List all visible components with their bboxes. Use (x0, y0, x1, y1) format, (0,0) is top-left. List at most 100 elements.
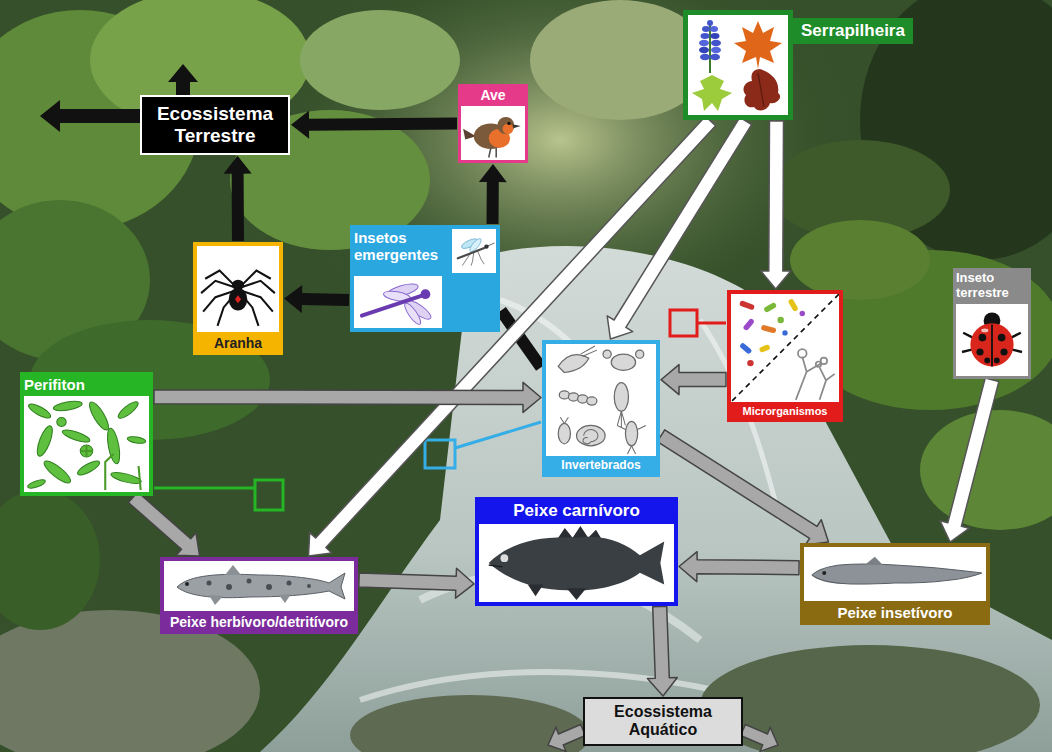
periphyton-icon (76, 459, 102, 478)
bird-box: Ave (458, 84, 528, 163)
carnivorous-fish-icon (489, 564, 503, 566)
leaf-litter-icon (702, 26, 710, 32)
bird-icon (507, 122, 510, 125)
invertebrates-icon (603, 350, 611, 358)
ladybug-icon (1011, 333, 1021, 338)
invertebrates-icon (583, 350, 597, 356)
ladybug-icon (962, 349, 972, 351)
carnivorous-fish-icon (479, 524, 674, 602)
microorganism-icon (747, 360, 753, 366)
node-label: Inseto terrestre (956, 271, 1028, 301)
microorganism-icon (782, 330, 787, 335)
flow-arrow (940, 378, 999, 542)
leaf-litter-icon (734, 21, 782, 69)
periphyton-icon (110, 471, 142, 486)
node-label: Peixe herbívoro/detritívoro (164, 614, 354, 630)
outflow-arrow (548, 725, 585, 752)
ladybug-icon (981, 328, 988, 332)
leaf-litter-icon (700, 54, 710, 60)
forest-stream-photo (790, 220, 930, 300)
zoom-callout (455, 422, 541, 448)
ladybug-icon (979, 334, 987, 342)
periphyton-icon (139, 466, 141, 490)
leaf-litter-icon (699, 40, 709, 46)
flow-arrow (154, 382, 541, 412)
outflow-arrow (40, 100, 140, 132)
microorganism-icon (739, 342, 752, 354)
carnivorous-fish-icon (528, 584, 544, 596)
leaf-litter-icon (688, 15, 788, 115)
spider-box: Aranha (193, 242, 283, 355)
node-label: Invertebrados (546, 459, 656, 473)
leaf-litter-icon (744, 69, 781, 110)
leaf-litter-icon (710, 54, 720, 60)
periphyton-box: Perifiton (20, 372, 153, 496)
icon-window (461, 106, 525, 160)
bird-icon (489, 148, 491, 158)
flow-arrow (661, 365, 726, 395)
periphyton-icon (57, 418, 66, 427)
invertebrates-icon (638, 425, 646, 429)
herbivorous-fish-icon (279, 594, 291, 603)
ladybug-icon (994, 357, 1000, 363)
microorganism-icon (739, 300, 755, 310)
microorganism-icon (816, 362, 821, 367)
node-label: Perifiton (24, 376, 149, 393)
leaf-litter-icon (758, 73, 764, 107)
ladybug-icon (976, 348, 983, 355)
invertebrates-icon (581, 346, 595, 354)
invertebrates-icon (558, 350, 644, 446)
leaf-litter-icon (710, 26, 718, 32)
invertebrates-icon (621, 411, 625, 425)
invertebrates-icon (577, 425, 606, 445)
invertebrates-icon (587, 397, 597, 405)
leaf-litter-icon (711, 47, 721, 53)
microorganism-icon (820, 367, 826, 380)
icon-window (731, 294, 839, 402)
herbivorous-fish-icon (247, 579, 252, 584)
flow-arrow (224, 156, 252, 241)
invertebrates-icon (636, 350, 644, 358)
herbivorous-fish-box: Peixe herbívoro/detritívoro (160, 557, 358, 634)
icon-window (197, 246, 279, 332)
zoom-callout (154, 487, 255, 490)
flow-arrow (761, 121, 791, 289)
forest-stream-photo (0, 490, 100, 630)
carnivorous-fish-box: Peixe carnívoro (475, 497, 678, 606)
herbivorous-fish-icon (266, 584, 272, 590)
invertebrates-icon (617, 411, 621, 425)
flow-arrow (479, 164, 507, 224)
mosquito-icon (477, 250, 484, 265)
microorganism-icon (731, 294, 839, 402)
node-label: Peixe insetívoro (804, 604, 986, 621)
flow-arrow (309, 116, 716, 556)
ladybug-icon (984, 357, 990, 363)
mosquito-icon (458, 248, 484, 258)
microorganisms-box: Microrganismos (727, 290, 843, 422)
dragonfly-icon (354, 276, 442, 328)
label-holder: Insetos emergentes (354, 229, 450, 264)
flow-arrow (284, 285, 349, 313)
invertebrates-icon (546, 344, 656, 456)
herbivorous-fish-icon (164, 561, 354, 611)
spider-icon (201, 281, 234, 293)
forest-stream-photo (700, 645, 1040, 752)
insectivorous-fish-icon (865, 557, 883, 565)
insectivorous-fish-icon (822, 571, 826, 575)
invertebrates-icon (583, 430, 598, 444)
microorganism-icon (742, 318, 754, 331)
ecosystem-box: Ecossistema Aquático (583, 697, 743, 746)
invertebrates-icon (558, 423, 570, 443)
dragonfly-icon (402, 301, 423, 326)
periphyton-icon (27, 399, 147, 490)
carnivorous-fish-icon (500, 554, 508, 562)
zoom-callout (697, 322, 726, 325)
microorganism-icon (796, 349, 835, 400)
bird-icon (495, 148, 497, 158)
invertebrates-icon (627, 446, 631, 454)
flow-arrow (291, 111, 457, 139)
invertebrates-icon (564, 417, 568, 423)
microorganism-icon (796, 357, 807, 400)
periphyton-icon (53, 400, 83, 413)
